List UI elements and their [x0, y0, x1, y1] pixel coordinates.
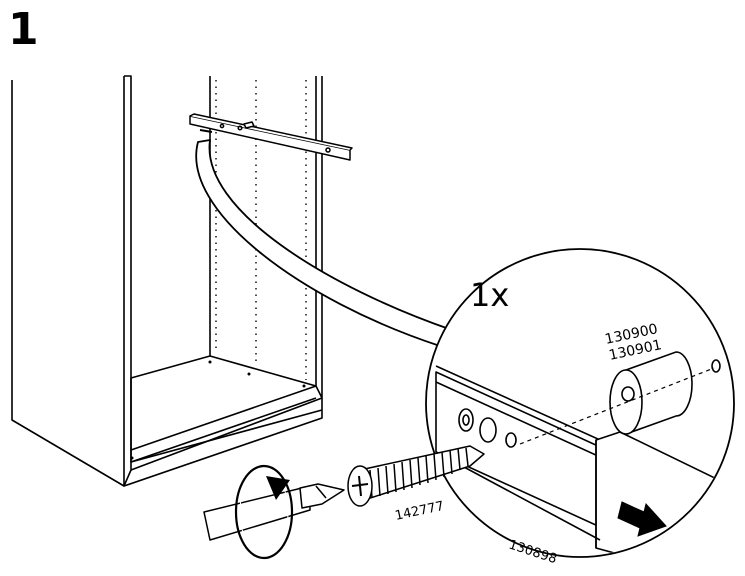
clockwise-rotation-arrow-icon	[234, 464, 294, 560]
step-number: 1	[8, 4, 39, 55]
phillips-screwdriver-icon	[203, 483, 345, 541]
screw-part-number: 142777	[394, 499, 446, 524]
screw-part	[347, 445, 485, 507]
bottom-shelf-dots	[130, 360, 306, 460]
wardrobe-rail	[189, 113, 353, 161]
rail-holes	[458, 408, 517, 448]
quantity-label: 1x	[470, 276, 509, 314]
alignment-dashes	[519, 367, 715, 445]
callout-leader	[195, 139, 453, 347]
cabinet-frame	[11, 75, 323, 487]
direction-arrow-icon	[617, 501, 667, 537]
spacer-part	[609, 351, 721, 436]
shelf-hole-rows	[215, 80, 307, 380]
